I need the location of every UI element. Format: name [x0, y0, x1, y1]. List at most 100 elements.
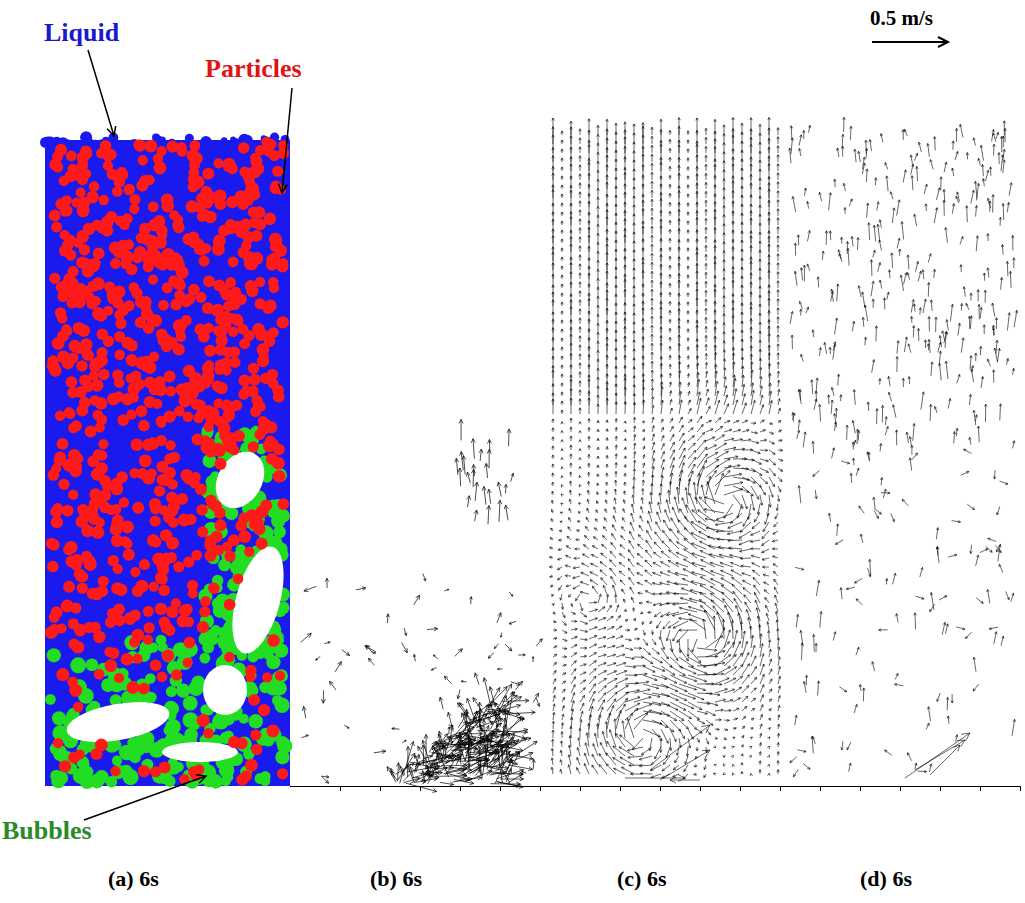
particle	[196, 192, 208, 204]
particle	[198, 331, 210, 343]
leader-arrows	[84, 37, 948, 820]
bubble	[165, 719, 180, 734]
bubble	[86, 659, 99, 672]
particle	[83, 622, 94, 633]
particle	[184, 637, 196, 649]
particle	[188, 284, 200, 296]
particle	[98, 439, 108, 449]
particle	[273, 391, 285, 403]
particle	[71, 461, 82, 472]
particle	[87, 259, 98, 270]
particle	[93, 307, 106, 320]
particle	[258, 704, 270, 716]
particle	[246, 285, 258, 297]
phase-label: Particles	[205, 56, 302, 82]
particle	[168, 275, 178, 285]
particle	[138, 683, 150, 695]
particle	[203, 275, 215, 287]
particle	[70, 420, 81, 431]
particle	[149, 581, 159, 591]
particle	[86, 191, 99, 204]
particle	[218, 225, 230, 237]
particle	[126, 373, 136, 383]
bubble	[184, 728, 198, 742]
particle	[166, 141, 178, 153]
bubble	[255, 773, 266, 784]
particle	[110, 766, 120, 776]
particle	[66, 555, 78, 567]
panel-caption: (d) 6s	[860, 868, 912, 890]
particle	[89, 498, 100, 509]
bubble	[47, 648, 61, 662]
particle	[157, 671, 168, 682]
particle	[199, 606, 210, 617]
particle	[265, 421, 277, 433]
particle	[226, 196, 238, 208]
particle	[93, 467, 105, 479]
particle	[162, 248, 175, 261]
particle	[130, 567, 140, 577]
particle	[81, 525, 94, 538]
bubble-velocity-field	[301, 419, 543, 792]
particle	[68, 490, 78, 500]
particle	[148, 201, 159, 212]
particle	[168, 500, 180, 512]
particle	[139, 454, 152, 467]
particle	[115, 215, 126, 226]
bubble	[101, 678, 115, 692]
particle	[238, 530, 251, 543]
particle	[189, 159, 200, 170]
particle	[158, 300, 169, 311]
particle	[55, 307, 66, 318]
particle	[139, 175, 151, 187]
particle	[139, 559, 150, 570]
bubble	[176, 684, 190, 698]
bubble	[145, 673, 156, 684]
bubble	[183, 696, 198, 711]
particle	[93, 247, 105, 259]
particle	[196, 409, 206, 419]
particle	[160, 474, 172, 486]
particle	[75, 750, 85, 760]
particle	[213, 158, 223, 168]
particle	[99, 502, 111, 514]
bubble	[199, 653, 210, 664]
particle	[267, 634, 280, 647]
particle	[111, 504, 122, 515]
particle	[144, 140, 157, 153]
bubble	[272, 695, 283, 706]
particle	[202, 302, 214, 314]
particle	[270, 235, 282, 247]
particle	[126, 681, 139, 694]
particle	[220, 320, 232, 332]
bubble	[177, 654, 193, 670]
particle	[69, 684, 82, 697]
particle	[59, 760, 71, 772]
particle	[92, 307, 105, 320]
particle	[243, 330, 254, 341]
particle	[250, 729, 261, 740]
particle	[216, 334, 228, 346]
panel-caption: (a) 6s	[108, 868, 159, 890]
particle	[54, 452, 66, 464]
particle	[213, 445, 225, 457]
particle	[266, 259, 278, 271]
particle	[245, 665, 256, 676]
velocity-vectors	[301, 419, 543, 792]
particle	[129, 194, 140, 205]
particle	[238, 142, 250, 154]
liquid-region	[80, 131, 92, 143]
particle	[112, 186, 123, 197]
particle	[77, 151, 89, 163]
particle	[63, 581, 75, 593]
particle	[79, 397, 91, 409]
particle	[144, 361, 157, 374]
particle	[89, 371, 99, 381]
particle	[272, 166, 283, 177]
particle	[69, 340, 81, 352]
particle	[138, 420, 150, 432]
particle	[53, 738, 63, 748]
bubble-void	[162, 742, 238, 762]
particle	[217, 417, 228, 428]
particle	[204, 550, 216, 562]
